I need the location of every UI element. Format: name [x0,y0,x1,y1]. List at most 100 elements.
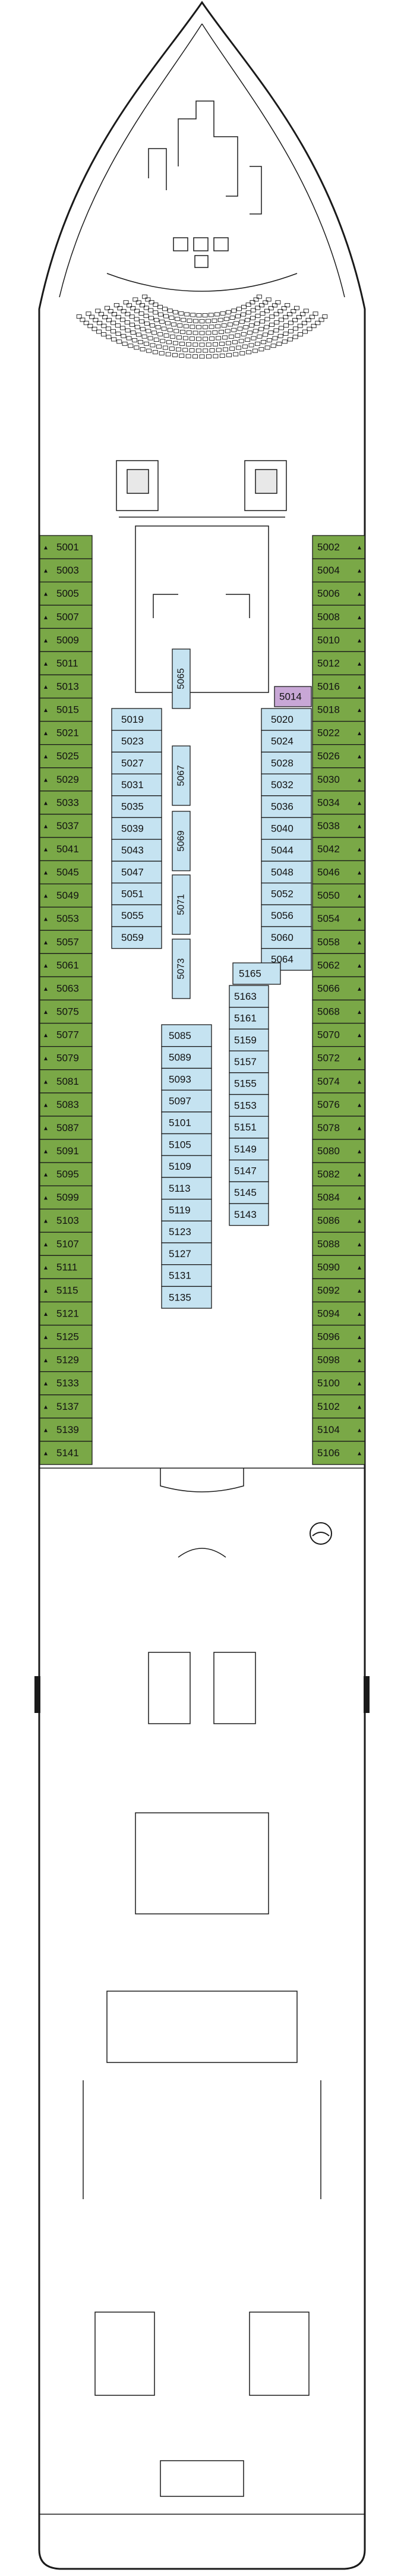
cabin-5087[interactable]: 5087▴ [39,1116,93,1140]
cabin-5069[interactable]: 5069 [172,811,191,871]
cabin-5036[interactable]: 5036 [261,795,312,818]
cabin-5092[interactable]: 5092▴ [312,1278,365,1303]
cabin-5006[interactable]: 5006▴ [312,581,365,606]
cabin-5097[interactable]: 5097 [161,1089,212,1113]
cabin-5045[interactable]: 5045▴ [39,860,93,884]
cabin-5119[interactable]: 5119 [161,1198,212,1221]
cabin-5135[interactable]: 5135 [161,1286,212,1309]
cabin-5040[interactable]: 5040 [261,817,312,840]
cabin-5071[interactable]: 5071 [172,874,191,935]
cabin-5009[interactable]: 5009▴ [39,628,93,653]
cabin-5021[interactable]: 5021▴ [39,720,93,745]
cabin-5059[interactable]: 5059 [111,926,162,949]
cabin-5066[interactable]: 5066▴ [312,976,365,1001]
cabin-5106[interactable]: 5106▴ [312,1441,365,1465]
cabin-5007[interactable]: 5007▴ [39,604,93,629]
cabin-5022[interactable]: 5022▴ [312,720,365,745]
cabin-5081[interactable]: 5081▴ [39,1069,93,1094]
cabin-5095[interactable]: 5095▴ [39,1162,93,1186]
cabin-5005[interactable]: 5005▴ [39,581,93,606]
cabin-5141[interactable]: 5141▴ [39,1441,93,1465]
cabin-5147[interactable]: 5147 [229,1159,269,1182]
cabin-5091[interactable]: 5091▴ [39,1139,93,1163]
cabin-5084[interactable]: 5084▴ [312,1185,365,1210]
cabin-5161[interactable]: 5161 [229,1007,269,1030]
cabin-5159[interactable]: 5159 [229,1028,269,1051]
cabin-5100[interactable]: 5100▴ [312,1371,365,1396]
cabin-5089[interactable]: 5089 [161,1046,212,1069]
cabin-5127[interactable]: 5127 [161,1242,212,1265]
cabin-5023[interactable]: 5023 [111,730,162,753]
cabin-5143[interactable]: 5143 [229,1203,269,1226]
cabin-5072[interactable]: 5072▴ [312,1046,365,1070]
cabin-5046[interactable]: 5046▴ [312,860,365,884]
cabin-5101[interactable]: 5101 [161,1111,212,1135]
cabin-5029[interactable]: 5029▴ [39,767,93,792]
cabin-5039[interactable]: 5039 [111,817,162,840]
cabin-5002[interactable]: 5002▴ [312,535,365,559]
cabin-5109[interactable]: 5109 [161,1155,212,1178]
cabin-5068[interactable]: 5068▴ [312,999,365,1024]
cabin-5020[interactable]: 5020 [261,708,312,731]
cabin-5129[interactable]: 5129▴ [39,1347,93,1372]
cabin-5027[interactable]: 5027 [111,751,162,774]
cabin-5018[interactable]: 5018▴ [312,697,365,722]
cabin-5042[interactable]: 5042▴ [312,837,365,861]
cabin-5048[interactable]: 5048 [261,861,312,884]
cabin-5053[interactable]: 5053▴ [39,906,93,931]
cabin-5054[interactable]: 5054▴ [312,906,365,931]
cabin-5165[interactable]: 5165 [232,962,281,985]
cabin-5080[interactable]: 5080▴ [312,1139,365,1163]
cabin-5011[interactable]: 5011▴ [39,651,93,676]
cabin-5070[interactable]: 5070▴ [312,1022,365,1047]
cabin-5057[interactable]: 5057▴ [39,930,93,955]
cabin-5008[interactable]: 5008▴ [312,604,365,629]
cabin-5037[interactable]: 5037▴ [39,814,93,838]
cabin-5010[interactable]: 5010▴ [312,628,365,653]
cabin-5026[interactable]: 5026▴ [312,744,365,769]
cabin-5125[interactable]: 5125▴ [39,1324,93,1349]
cabin-5062[interactable]: 5062▴ [312,953,365,978]
cabin-5103[interactable]: 5103▴ [39,1208,93,1233]
cabin-5123[interactable]: 5123 [161,1220,212,1243]
cabin-5137[interactable]: 5137▴ [39,1394,93,1419]
cabin-5145[interactable]: 5145 [229,1181,269,1204]
cabin-5003[interactable]: 5003▴ [39,558,93,582]
cabin-5076[interactable]: 5076▴ [312,1092,365,1117]
cabin-5058[interactable]: 5058▴ [312,930,365,955]
cabin-5104[interactable]: 5104▴ [312,1418,365,1442]
cabin-5065[interactable]: 5065 [172,648,191,709]
cabin-5082[interactable]: 5082▴ [312,1162,365,1186]
cabin-5099[interactable]: 5099▴ [39,1185,93,1210]
cabin-5031[interactable]: 5031 [111,773,162,796]
cabin-5155[interactable]: 5155 [229,1072,269,1095]
cabin-5056[interactable]: 5056 [261,904,312,927]
cabin-5014[interactable]: 5014 [274,686,312,707]
cabin-5113[interactable]: 5113 [161,1177,212,1200]
cabin-5001[interactable]: 5001▴ [39,535,93,559]
cabin-5105[interactable]: 5105 [161,1133,212,1156]
cabin-5061[interactable]: 5061▴ [39,953,93,978]
cabin-5102[interactable]: 5102▴ [312,1394,365,1419]
cabin-5060[interactable]: 5060 [261,926,312,949]
cabin-5157[interactable]: 5157 [229,1050,269,1073]
cabin-5024[interactable]: 5024 [261,730,312,753]
cabin-5050[interactable]: 5050▴ [312,883,365,908]
cabin-5131[interactable]: 5131 [161,1264,212,1287]
cabin-5083[interactable]: 5083▴ [39,1092,93,1117]
cabin-5149[interactable]: 5149 [229,1138,269,1161]
cabin-5151[interactable]: 5151 [229,1116,269,1139]
cabin-5063[interactable]: 5063▴ [39,976,93,1001]
cabin-5034[interactable]: 5034▴ [312,791,365,815]
cabin-5019[interactable]: 5019 [111,708,162,731]
cabin-5025[interactable]: 5025▴ [39,744,93,769]
cabin-5041[interactable]: 5041▴ [39,837,93,861]
cabin-5051[interactable]: 5051 [111,882,162,905]
cabin-5133[interactable]: 5133▴ [39,1371,93,1396]
cabin-5098[interactable]: 5098▴ [312,1347,365,1372]
cabin-5085[interactable]: 5085 [161,1024,212,1047]
cabin-5038[interactable]: 5038▴ [312,814,365,838]
cabin-5004[interactable]: 5004▴ [312,558,365,582]
cabin-5047[interactable]: 5047 [111,861,162,884]
cabin-5094[interactable]: 5094▴ [312,1301,365,1326]
